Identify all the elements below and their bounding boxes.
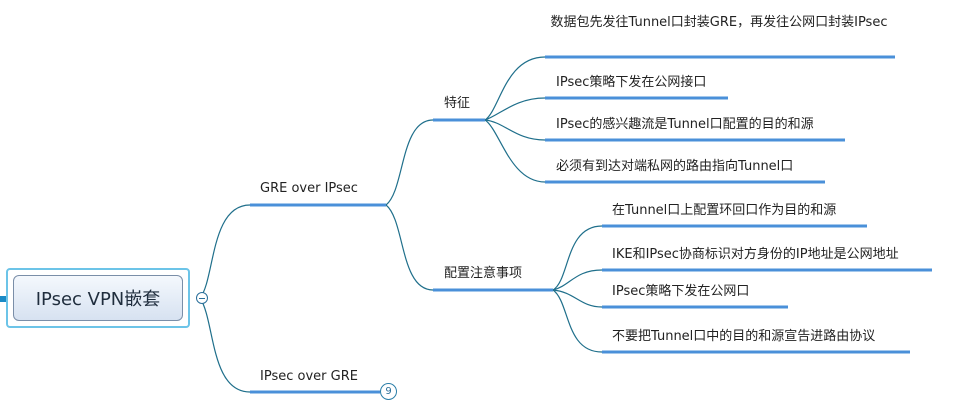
node-gre-over-ipsec[interactable]: GRE over IPsec: [260, 181, 358, 196]
connector-feature-3: [484, 119, 546, 141]
root-node[interactable]: IPsec VPN嵌套: [6, 268, 190, 328]
leaf-config-1[interactable]: 在Tunnel口上配置环回口作为目的和源: [612, 203, 837, 218]
leaf-feature-2[interactable]: IPsec策略下发在公网接口: [556, 75, 707, 90]
leaf-config-3[interactable]: IPsec策略下发在公网口: [612, 284, 750, 299]
connector-feature-2: [484, 97, 546, 121]
collapsed-count-badge[interactable]: 9: [380, 383, 397, 400]
leaf-feature-1[interactable]: 数据包先发往Tunnel口封装GRE，再发往公网口封装IPsec: [550, 15, 888, 30]
leaf-config-4[interactable]: 不要把Tunnel口中的目的和源宣告进路由协议: [612, 329, 876, 344]
leaf-config-2[interactable]: IKE和IPsec协商标识对方身份的IP地址是公网地址: [612, 247, 899, 262]
connector-gre-config: [385, 204, 434, 291]
node-ipsec-over-gre[interactable]: IPsec over GRE: [260, 369, 358, 384]
node-config-notes[interactable]: 配置注意事项: [444, 266, 523, 281]
leaf-feature-4[interactable]: 必须有到达对端私网的路由指向Tunnel口: [556, 159, 794, 174]
connector-config-1: [552, 225, 603, 291]
connector-config-4: [552, 289, 603, 353]
root-connector-stub: [0, 296, 8, 302]
node-features[interactable]: 特征: [444, 96, 471, 111]
connector-config-3: [552, 289, 603, 308]
collapse-toggle-icon[interactable]: [196, 292, 208, 304]
connector-root-gre-over-ipsec: [199, 204, 251, 299]
connector-feature-1: [484, 56, 546, 121]
root-label: IPsec VPN嵌套: [13, 275, 183, 321]
connector-root-ipsec-over-gre: [199, 297, 251, 393]
connector-feature-4: [484, 119, 546, 183]
connector-config-2: [552, 269, 603, 291]
leaf-feature-3[interactable]: IPsec的感兴趣流是Tunnel口配置的目的和源: [556, 117, 814, 132]
connector-gre-features: [385, 119, 434, 206]
